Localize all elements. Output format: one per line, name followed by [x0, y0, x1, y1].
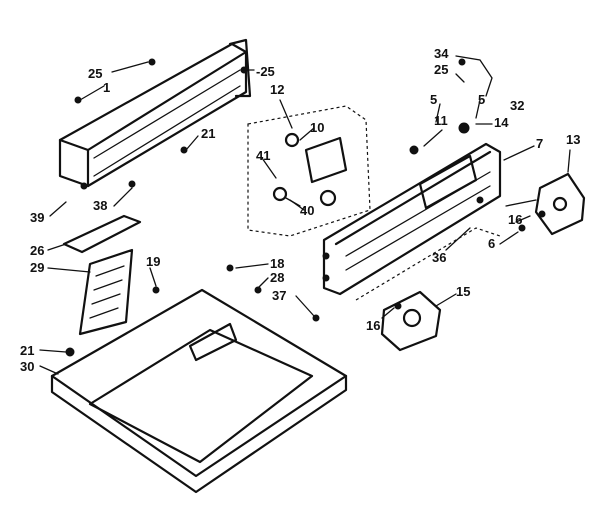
- callout-25-right: -25: [256, 64, 275, 79]
- callout-12: 12: [270, 82, 284, 97]
- callout-28: 28: [270, 270, 284, 285]
- callout-1: 1: [103, 80, 110, 95]
- callout-11: 11: [434, 113, 448, 128]
- callout-39: 39: [30, 210, 44, 225]
- callout-16: 16: [508, 212, 522, 227]
- callout-10: 10: [310, 120, 324, 135]
- callout-29: 29: [30, 260, 44, 275]
- callout-38: 38: [93, 198, 107, 213]
- callout-5: 5: [430, 92, 437, 107]
- callout-36: 36: [432, 250, 446, 265]
- callout-21: 21: [201, 126, 215, 141]
- callout-6: 6: [488, 236, 495, 251]
- fasteners: [226, 58, 526, 322]
- callout-15: 15: [456, 284, 470, 299]
- callout-25: 25: [88, 66, 102, 81]
- console-rail-part: [58, 38, 252, 190]
- leader-lines: [39, 55, 571, 375]
- callout-19: 19: [146, 254, 160, 269]
- callout-21-lower: 21: [20, 343, 34, 358]
- callout-16-lower: 16: [366, 318, 380, 333]
- bracket-panel-part: [62, 214, 160, 336]
- callout-37: 37: [272, 288, 286, 303]
- control-panel-part: [322, 122, 502, 301]
- timer-knob-part: [380, 290, 442, 352]
- callout-7: 7: [536, 136, 543, 151]
- callout-13: 13: [566, 132, 580, 147]
- callout-5-right: 5: [478, 92, 485, 107]
- callout-32: 32: [510, 98, 524, 113]
- callout-labels: 25 1 -25 21 38 39 26 29 19 12 10 41 40 1…: [20, 46, 580, 374]
- knob-bezel-part: [505, 172, 586, 236]
- callout-18: 18: [270, 256, 284, 271]
- callout-14: 14: [494, 115, 509, 130]
- top-panel-part: [50, 288, 348, 494]
- callout-26: 26: [30, 243, 44, 258]
- switch-subassembly-part: [247, 105, 371, 237]
- callout-40: 40: [300, 203, 314, 218]
- callout-34: 34: [434, 46, 449, 61]
- callout-41: 41: [256, 148, 270, 163]
- callout-30: 30: [20, 359, 34, 374]
- callout-25-top: 25: [434, 62, 448, 77]
